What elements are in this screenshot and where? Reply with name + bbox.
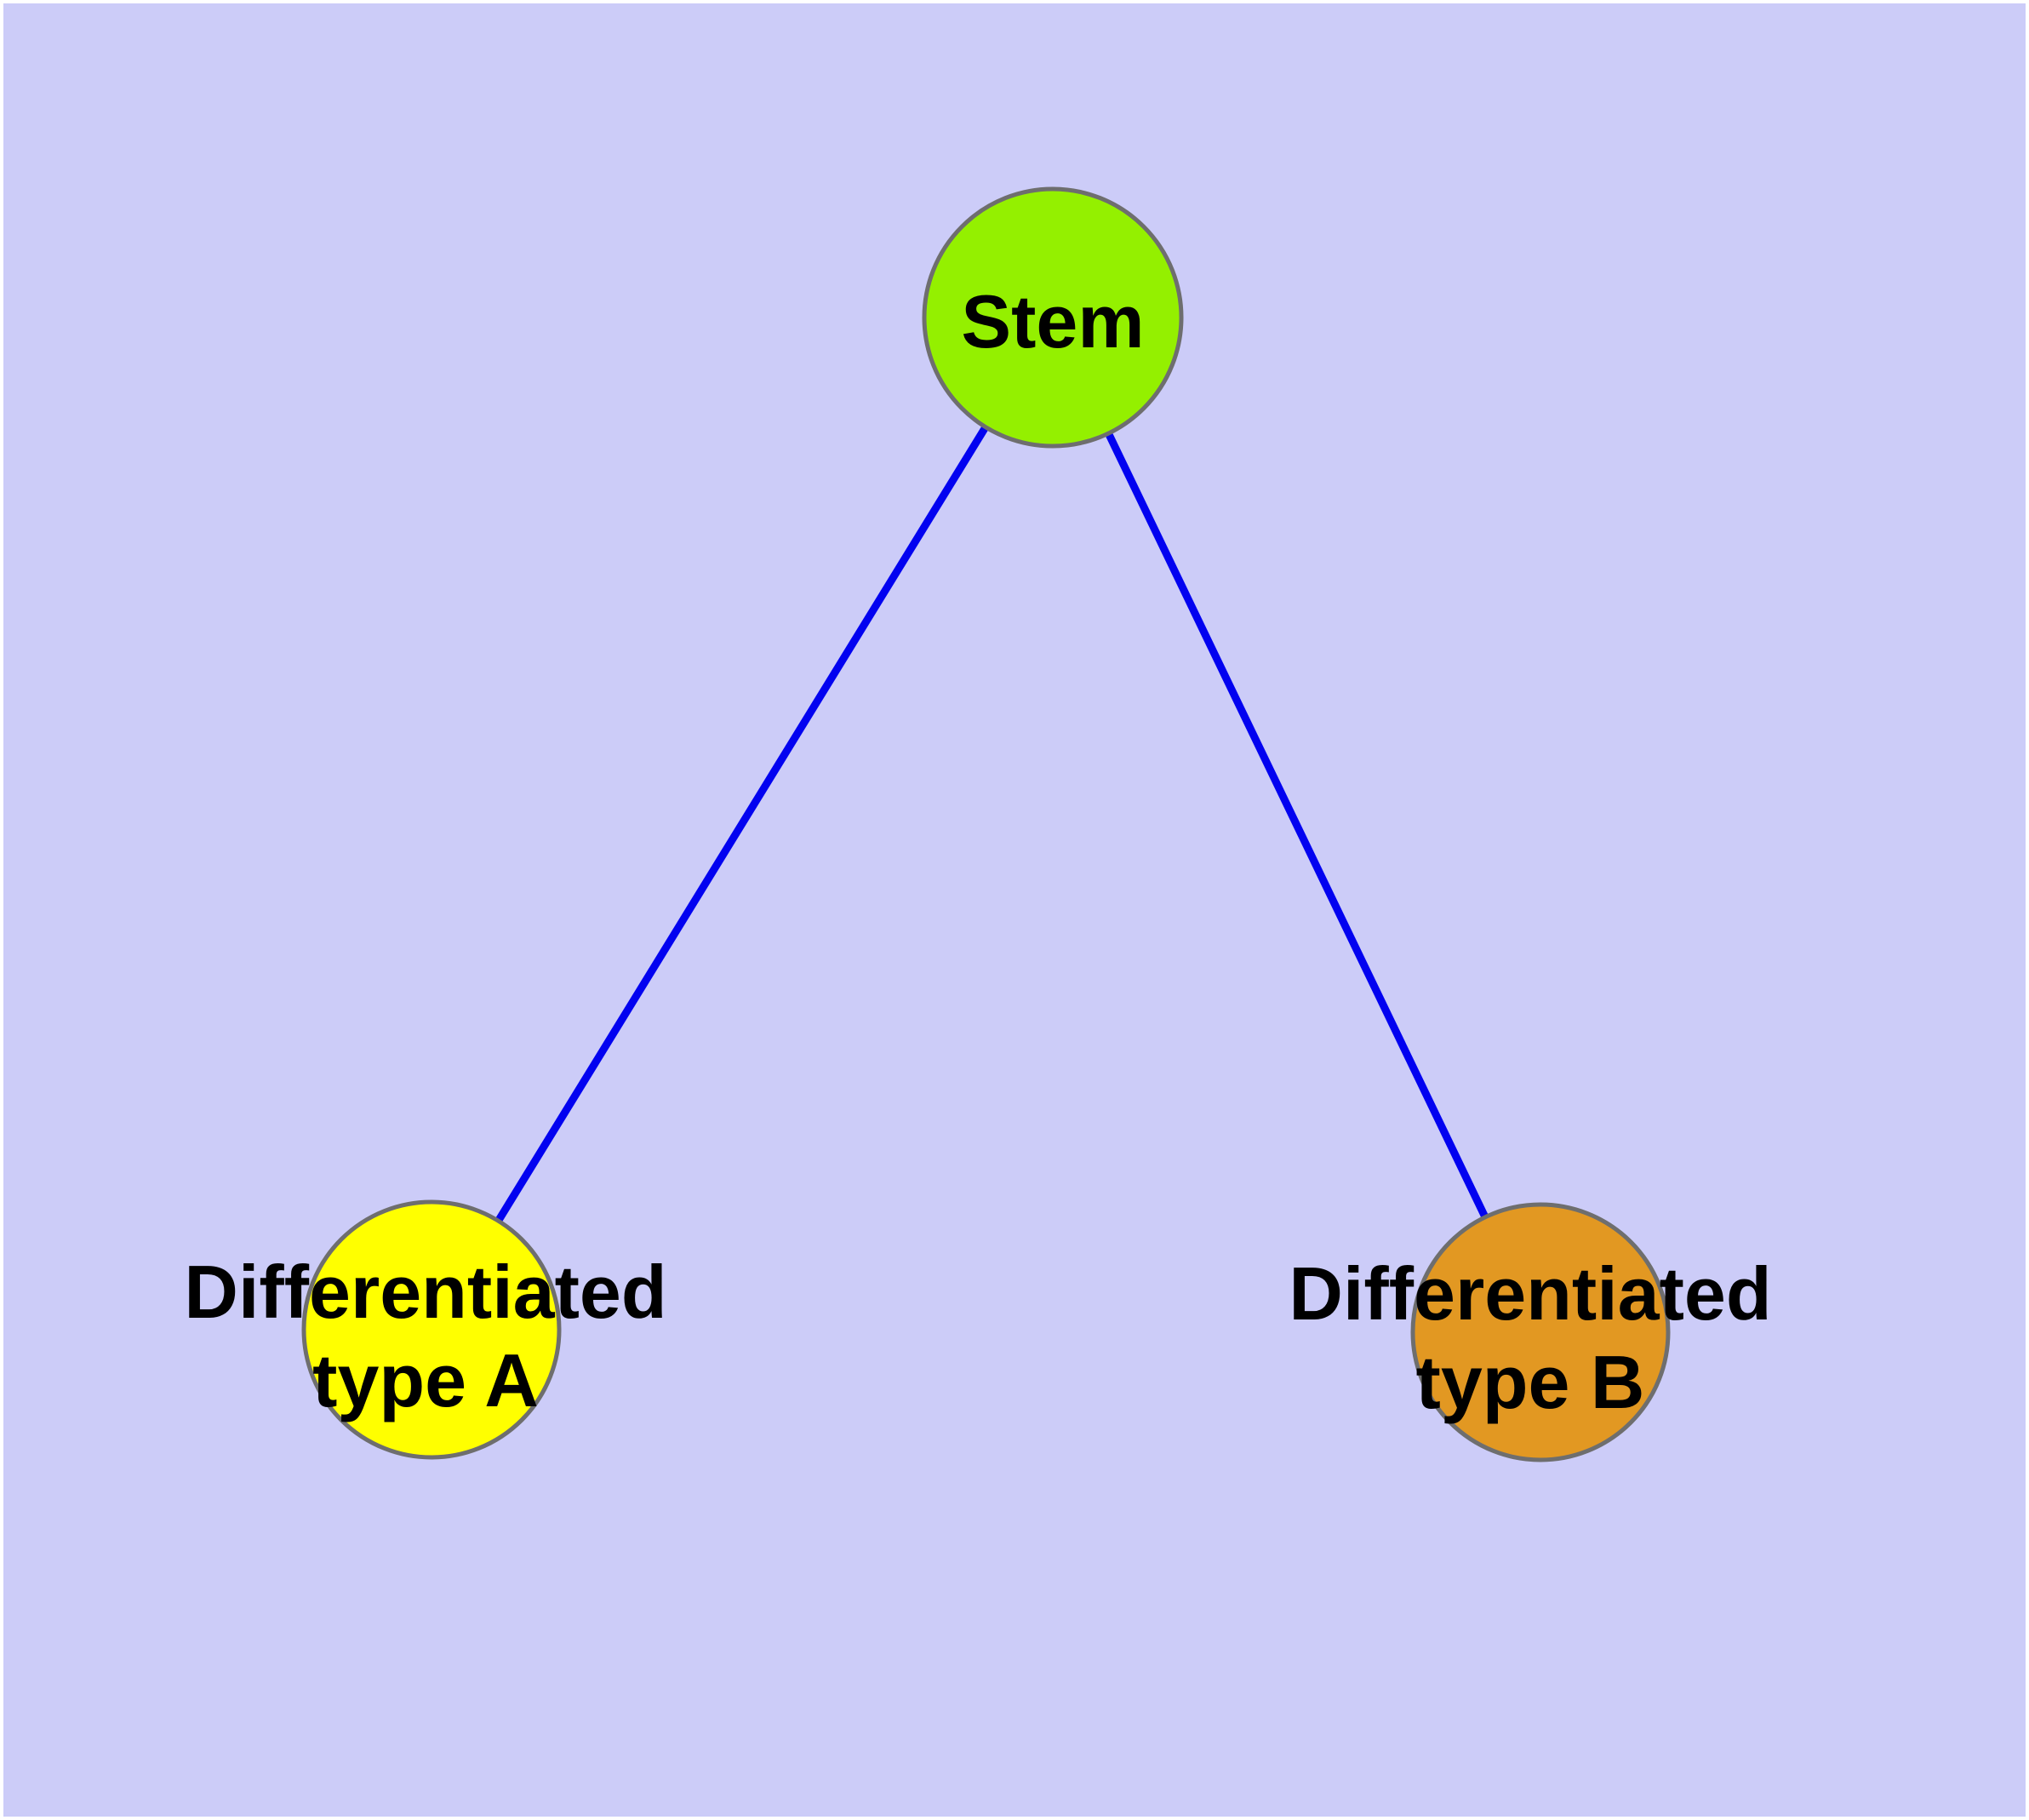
edge-stem-to-type-a bbox=[428, 315, 1056, 1332]
node-stem-circle bbox=[922, 186, 1184, 449]
node-type-b-circle bbox=[1410, 1202, 1671, 1462]
edge-stem-to-type-b bbox=[1049, 316, 1545, 1334]
node-type-a-label-line2: type A bbox=[312, 1338, 539, 1422]
node-type-b-label-line2: type B bbox=[1416, 1340, 1645, 1424]
node-type-a-label-line1: Differentiated bbox=[184, 1250, 666, 1334]
node-type-a-circle bbox=[301, 1199, 562, 1460]
node-stem-label: Stem bbox=[961, 279, 1144, 363]
node-type-b-label-line1: Differentiated bbox=[1289, 1251, 1771, 1336]
